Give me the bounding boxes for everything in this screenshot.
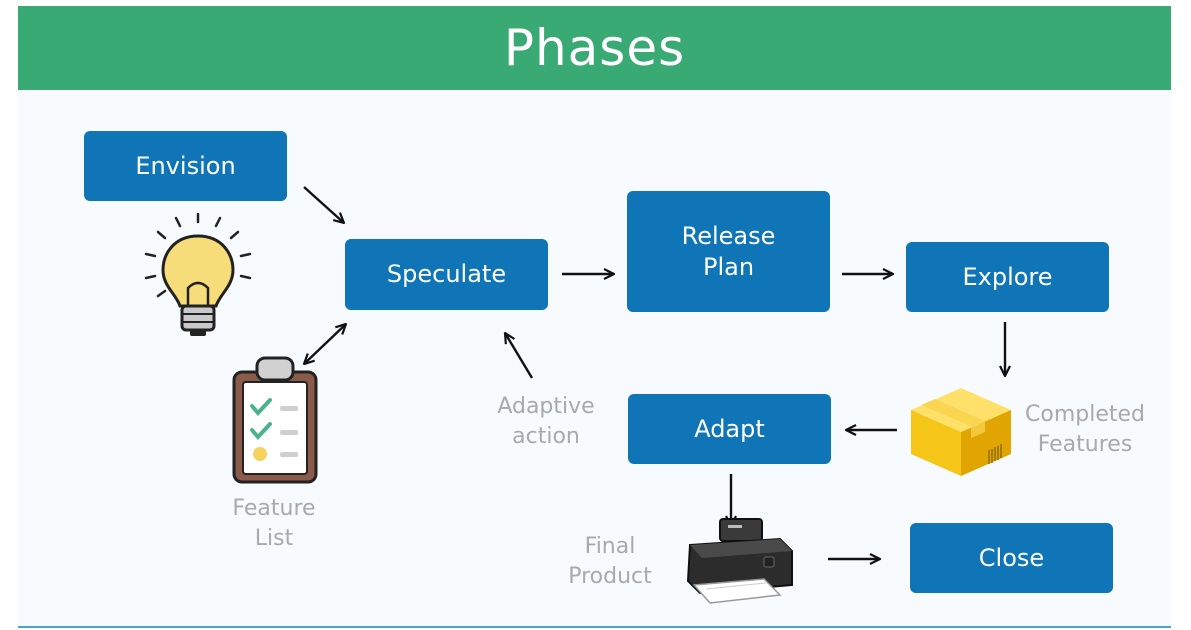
speculate-node: Speculate [345, 239, 548, 310]
page-title: Phases [503, 19, 686, 77]
package-box-icon [911, 388, 1011, 476]
speculate-label: Speculate [386, 260, 507, 288]
lightbulb-icon [144, 212, 252, 336]
release-plan-node: Release Plan [627, 191, 830, 312]
adapt-node: Adapt [628, 394, 831, 464]
close-node: Close [910, 523, 1113, 593]
envision-node: Envision [84, 131, 287, 201]
explore-label: Explore [962, 262, 1053, 291]
arrow-featurelist-speculate [304, 324, 346, 364]
printer-icon [686, 518, 793, 604]
completed-features-caption: Completed Features [1025, 402, 1145, 457]
header-bar: Phases [18, 6, 1171, 90]
close-label: Close [978, 543, 1045, 572]
explore-node: Explore [906, 242, 1109, 312]
feature-list-caption: Feature List [232, 496, 316, 551]
clipboard-checklist-icon [232, 356, 318, 484]
envision-label: Envision [135, 151, 236, 180]
final-product-caption: Final Product [568, 534, 652, 589]
arrow-adaptive-to-speculate [505, 333, 534, 379]
adaptive-action-caption: Adaptive action [497, 394, 595, 449]
release-plan-label: Release Plan [681, 221, 776, 281]
adapt-label: Adapt [694, 414, 765, 443]
arrow-envision-to-speculate [303, 186, 344, 223]
